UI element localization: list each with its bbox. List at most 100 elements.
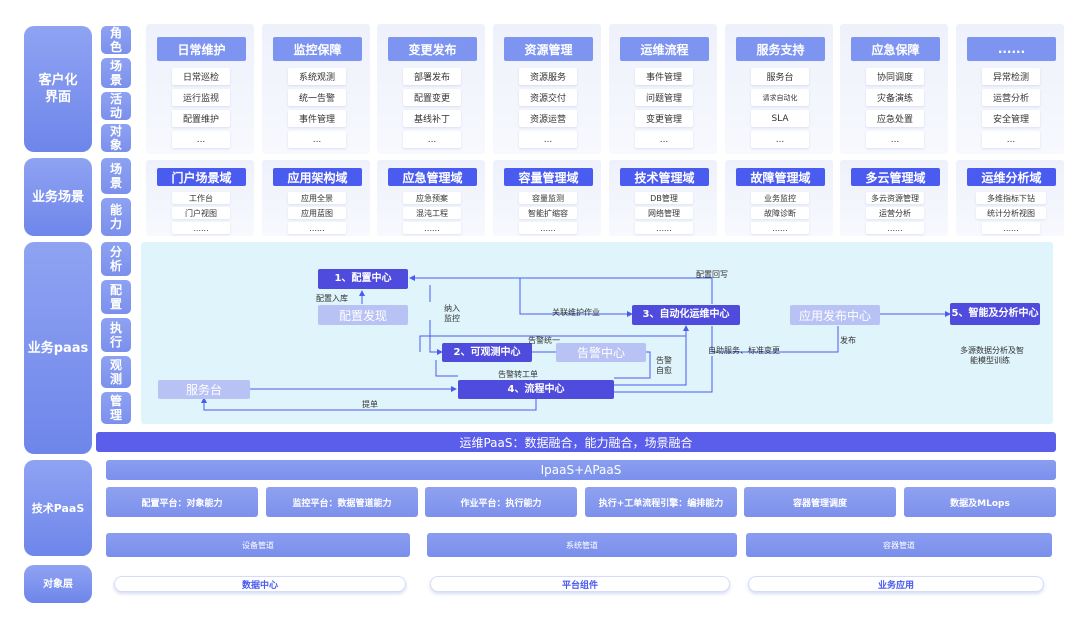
domain-item: ...... [982,222,1040,234]
scene-item: 系统观测 [288,68,346,85]
domain-title: 运维分析域 [967,168,1056,186]
object-bar: 业务应用 [748,576,1044,592]
domain-title: 容量管理域 [504,168,593,186]
sublabel-capability: 能力 [101,198,131,236]
node-automation-center: 3、自动化运维中心 [632,305,740,325]
label-config-ingest: 配置入库 [316,294,348,303]
domain-item: 故障诊断 [751,207,809,219]
scene-item: 异常检测 [982,68,1040,85]
scene-item: 应急处置 [866,110,924,127]
label-alert-heal-2: 自愈 [656,366,672,375]
scene-column-title: 资源管理 [504,37,593,61]
domain-item: 门户视图 [172,207,230,219]
domain-item: ...... [403,222,461,234]
layer-label: 对象层 [43,578,73,590]
platform-box: 作业平台：执行能力 [425,487,577,517]
domain-item: ...... [751,222,809,234]
object-bar: 平台组件 [430,576,730,592]
domain-title: 多云管理域 [851,168,940,186]
node-observe-center: 2、可观测中心 [442,343,532,362]
label-multi-source-1: 多源数据分析及智 [960,346,1024,355]
domain-item: 工作台 [172,192,230,204]
sublabel-text: 场景 [109,162,122,190]
domain-title: 技术管理域 [620,168,709,186]
sublabel-text: 观测 [109,358,122,386]
node-config-discovery: 配置发现 [318,305,408,325]
scene-item: 资源服务 [519,68,577,85]
scene-item: 统一告警 [288,89,346,106]
scene-item: 运行监视 [172,89,230,106]
domain-title: 应用架构域 [273,168,362,186]
pipeline-box: 设备管道 [106,533,410,557]
sublabel-text: 角色 [109,26,122,54]
label-alert-to-ticket: 告警转工单 [498,370,538,379]
scene-column-title: 应急保障 [851,37,940,61]
sublabel-analysis: 分析 [101,242,131,276]
node-service-desk: 服务台 [158,380,250,399]
scene-column-title: 运维流程 [620,37,709,61]
domain-item: DB管理 [635,192,693,204]
sublabel-manage: 管理 [101,392,131,424]
layer-label: 客户化界面 [38,73,78,105]
scene-column-title: 日常维护 [157,37,246,61]
sublabel-text: 配置 [109,283,122,311]
scene-item: ... [751,131,809,148]
domain-item: 业务监控 [751,192,809,204]
scene-item: 日常巡检 [172,68,230,85]
label-publish: 发布 [840,336,856,345]
layer-tech-paas: 技术PaaS [24,460,92,556]
sublabel-text: 执行 [109,321,122,349]
node-smart-analysis: 5、智能及分析中心 [950,303,1040,325]
scene-item: 基线补丁 [403,110,461,127]
scene-item: 资源交付 [519,89,577,106]
domain-item: 统计分析视图 [976,207,1046,219]
domain-item: 应用全景 [288,192,346,204]
label-auto-service: 自助服务、标准变更 [708,346,780,355]
domain-item: 网络管理 [635,207,693,219]
scene-item: ... [635,131,693,148]
layer-label: 技术PaaS [31,501,85,515]
scene-item: SLA [751,110,809,127]
layer-label: 业务场景 [31,189,84,205]
domain-title: 门户场景域 [157,168,246,186]
scene-item: 部署发布 [403,68,461,85]
scene-item: 配置变更 [403,89,461,106]
sublabel-text: 管理 [109,394,122,422]
label-alert-unify: 告警统一 [528,336,560,345]
platform-box: 执行+工单流程引擎：编排能力 [585,487,737,517]
sublabel-scene: 场景 [101,58,131,88]
scene-item: 配置维护 [172,110,230,127]
domain-item: 智能扩缩容 [519,207,577,219]
platform-box: 配置平台：对象能力 [106,487,258,517]
scene-item: 问题管理 [635,89,693,106]
label-onboard-monitor-1: 纳入 [444,304,460,313]
scene-item: 运营分析 [982,89,1040,106]
scene-item: 资源运营 [519,110,577,127]
domain-item: ...... [288,222,346,234]
platform-box: 数据及MLops [904,487,1056,517]
label-onboard-monitor-2: 监控 [444,314,460,323]
platform-box: 监控平台：数据管道能力 [266,487,418,517]
domain-item: ...... [635,222,693,234]
sublabel-text: 能力 [109,203,122,231]
label-multi-source-2: 能模型训练 [970,356,1010,365]
scene-item: ... [288,131,346,148]
domain-item: 应急预案 [403,192,461,204]
scene-item: ... [403,131,461,148]
sublabel-text: 分析 [109,245,122,273]
scene-item: 事件管理 [635,68,693,85]
scene-item: 安全管理 [982,110,1040,127]
sublabel-role: 角色 [101,26,131,54]
domain-item: 多云资源管理 [866,192,924,204]
scene-column-title: 变更发布 [388,37,477,61]
ipaas-bar: IpaaS+APaaS [106,460,1056,480]
scene-item: 灾备演练 [866,89,924,106]
sublabel-observe: 观测 [101,356,131,388]
pipeline-box: 容器管道 [746,533,1052,557]
domain-item: 容量监测 [519,192,577,204]
sublabel-text: 对象 [109,124,122,152]
layer-business-paas: 业务paas [24,242,92,454]
sublabel-config: 配置 [101,280,131,314]
layer-label: 业务paas [27,340,89,356]
